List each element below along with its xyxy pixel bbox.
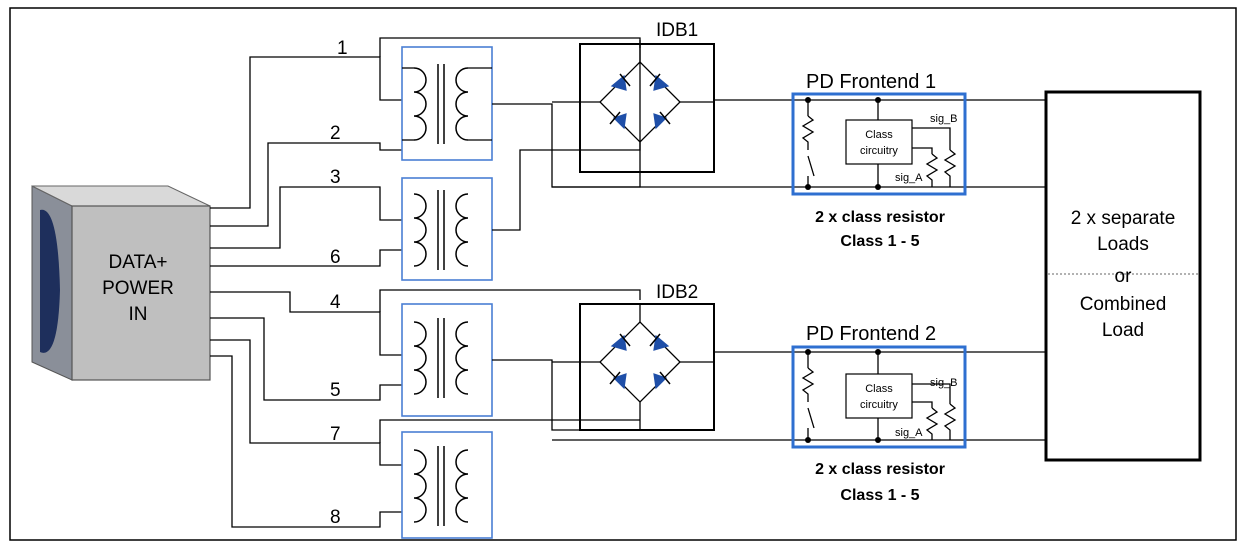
pd1-sig-a: sig_A — [895, 172, 923, 184]
pd2-caption-line2: Class 1 - 5 — [840, 487, 919, 504]
pair-label-1: 1 — [337, 38, 348, 59]
transformer-3 — [401, 303, 493, 417]
pd-frontend-2-title: PD Frontend 2 — [806, 323, 936, 345]
load-line5: Load — [1102, 320, 1144, 341]
diode-bridge-1: IDB1 — [552, 20, 715, 173]
load-block: 2 x separate Loads or Combined Load — [1044, 90, 1202, 462]
load-line4: Combined — [1080, 294, 1167, 315]
pair-label-6: 6 — [330, 247, 341, 268]
pd2-class-block-line1: Class — [865, 383, 893, 395]
transformer-1 — [401, 46, 493, 161]
pd2-sig-b: sig_B — [930, 377, 958, 389]
pair-label-4: 4 — [330, 292, 341, 313]
pd1-class-block-line2: circuitry — [860, 145, 898, 157]
pd-frontend-1-title: PD Frontend 1 — [806, 71, 936, 93]
transformer-4 — [401, 431, 493, 539]
rj45-jack: DATA+ POWER IN — [31, 185, 211, 381]
outer-border — [9, 7, 1237, 541]
source-label-line3: IN — [129, 304, 148, 325]
transformer-2 — [401, 177, 493, 281]
pair-label-7: 7 — [330, 424, 341, 445]
idb1-label: IDB1 — [656, 20, 698, 41]
idb2-label: IDB2 — [656, 282, 698, 303]
pair-label-2: 2 — [330, 123, 341, 144]
load-line1: 2 x separate — [1071, 208, 1176, 229]
pd1-caption-line1: 2 x class resistor — [815, 209, 945, 226]
pd2-class-block-line2: circuitry — [860, 399, 898, 411]
load-line2: Loads — [1097, 234, 1149, 255]
pd-frontend-1: PD Frontend 1 Class circuitry sig_B sig_… — [791, 71, 967, 250]
pd1-class-block-line1: Class — [865, 129, 893, 141]
pair-label-5: 5 — [330, 380, 341, 401]
pair-wires — [210, 56, 402, 528]
pd2-sig-a: sig_A — [895, 427, 923, 439]
pd1-caption-line2: Class 1 - 5 — [840, 233, 919, 250]
load-line3: or — [1115, 266, 1133, 287]
source-label-line2: POWER — [102, 278, 174, 299]
pair-label-8: 8 — [330, 507, 341, 528]
source-label-line1: DATA+ — [109, 252, 168, 273]
diode-bridge-2: IDB2 — [552, 282, 715, 431]
pd-frontend-2: PD Frontend 2 Class circuitry sig_B sig_… — [791, 323, 967, 504]
pd2-caption-line1: 2 x class resistor — [815, 461, 945, 478]
pd1-sig-b: sig_B — [930, 113, 958, 125]
pair-label-3: 3 — [330, 167, 341, 188]
